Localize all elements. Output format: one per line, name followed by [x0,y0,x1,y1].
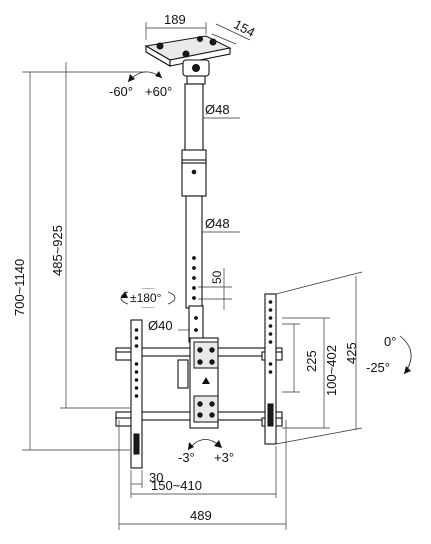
right-arm [264,293,277,445]
upper-pole [184,83,204,153]
vertical-holes-label: 100~402 [324,345,339,396]
collar-diameter-label: Ø40 [148,318,173,333]
total-drop-label: 700~1140 [12,259,27,316]
plate-depth-dim: 154 [211,17,257,45]
rotate-label: ±180° [130,291,162,305]
hole-spacing-label: 50 [210,270,224,284]
bracket-height-label: 425 [344,342,359,364]
pole-collar [188,305,204,343]
upper-diameter-dim: Ø48 [203,102,240,119]
level-right-label: +3° [214,450,234,465]
center-plate [177,337,219,429]
swivel-arrow: -60° +60° [109,71,172,99]
lower-pole [185,195,203,309]
rotate-arrow: ±180° [120,288,176,308]
total-drop-dim: 700~1140 [12,71,146,451]
bracket-width-dim: 489 [118,420,287,530]
hole-spacing-dim: 50 [198,268,232,310]
arm-offset-label: 30 [149,470,163,485]
level-arrow: -3° +3° [178,439,234,465]
level-left-label: -3° [178,450,195,465]
vesa-vertical-dim: 225 [282,323,319,393]
arm-offset-dim: 30 [130,470,163,488]
tilt-arrow: 0° -25° [366,334,412,375]
upper-diameter-label: Ø48 [205,102,230,117]
plate-width-dim: 189 [145,12,207,40]
pole-length-label: 485~925 [50,225,65,276]
tilt-up-label: 0° [384,334,396,349]
horizontal-holes-dim: 150~410 [130,446,277,498]
tilt-down-label: -25° [366,360,390,375]
vertical-holes-dim: 100~402 [282,317,339,429]
lower-diameter-label: Ø48 [205,216,230,231]
pole-sleeve [181,149,207,197]
collar-diameter-dim: Ø40 [148,318,190,333]
horizontal-holes-label: 150~410 [151,478,202,493]
bracket-height-dim: 425 [275,271,363,445]
swivel-left-label: -60° [109,84,133,99]
vesa-vertical-label: 225 [304,350,319,372]
ceiling-plate [144,35,232,85]
plate-depth-label: 154 [231,17,257,40]
plate-width-label: 189 [164,12,186,27]
lower-diameter-dim: Ø48 [202,216,240,233]
swivel-right-label: +60° [145,84,172,99]
bracket-width-label: 489 [190,508,212,523]
left-arm [130,319,143,469]
pole-length-dim: 485~925 [50,62,130,409]
